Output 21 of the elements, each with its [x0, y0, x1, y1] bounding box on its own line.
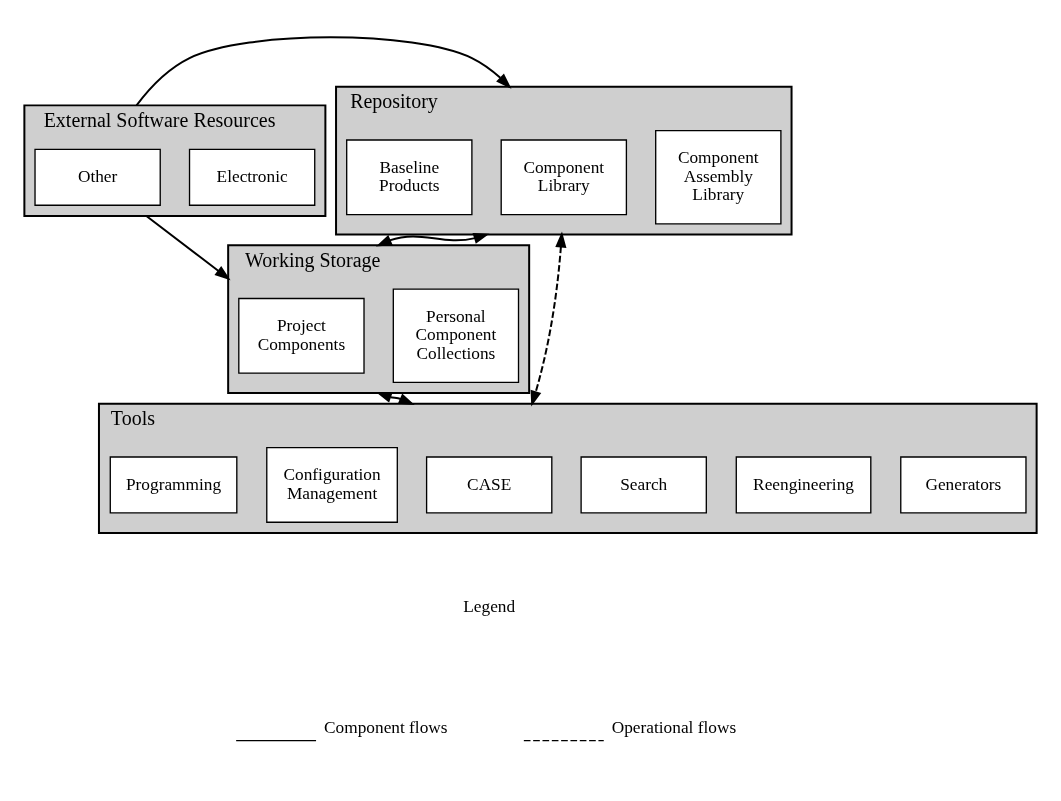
node-box: Other: [34, 148, 161, 206]
node-box: Reengineering: [735, 455, 872, 514]
node-box: Personal Component Collections: [392, 288, 520, 383]
legend-label: Operational flows: [611, 717, 737, 737]
arrow: [375, 232, 490, 246]
node-box: Component Library: [500, 138, 628, 215]
node-box: Baseline Products: [346, 138, 473, 215]
node-box: Programming: [109, 455, 238, 514]
arrow: [145, 214, 231, 280]
node-box: CASE: [425, 455, 553, 514]
node-box: Configuration Management: [266, 446, 398, 523]
arrow: [135, 35, 512, 106]
node-box: Project Components: [238, 297, 365, 374]
label: Legend: [463, 596, 516, 616]
node-box: Generators: [900, 455, 1027, 514]
legend-label: Component flows: [324, 717, 448, 737]
node-box: Component Assembly Library: [655, 129, 782, 225]
arrow: [375, 391, 415, 405]
node-box: Electronic: [188, 148, 316, 206]
arrow: [530, 231, 567, 407]
node-box: Search: [580, 455, 707, 514]
